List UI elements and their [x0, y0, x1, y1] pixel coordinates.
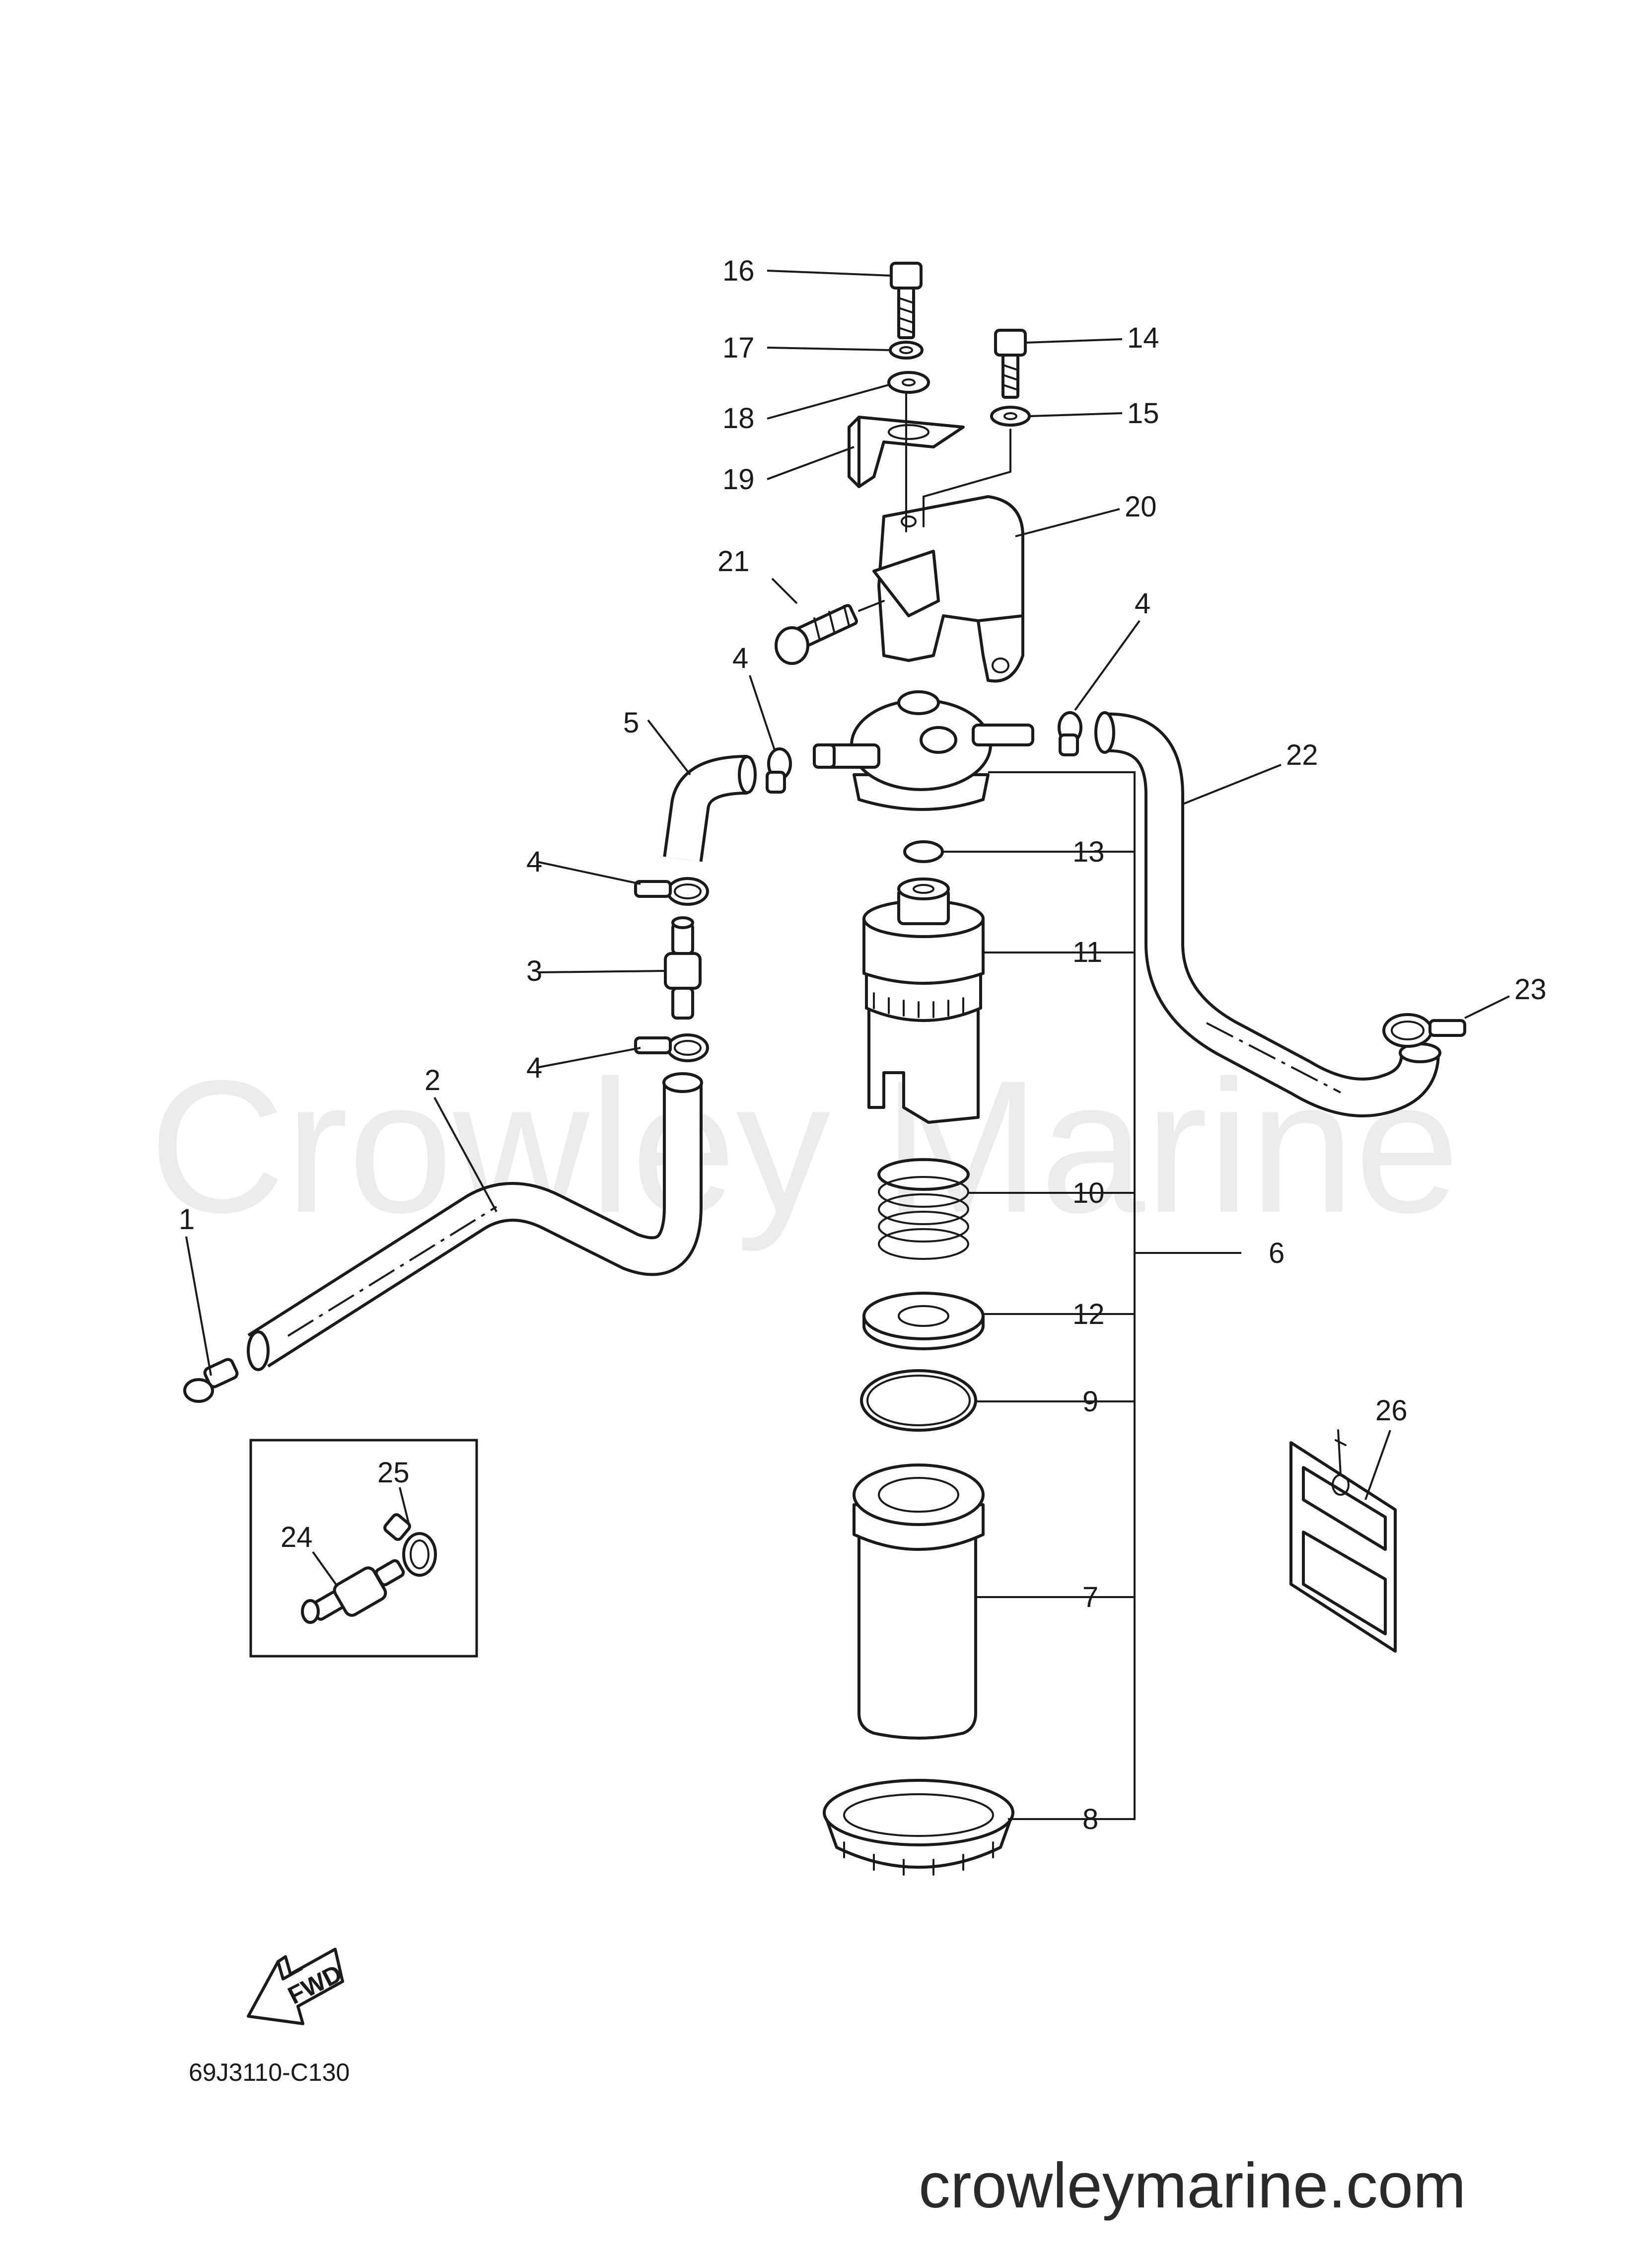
- callout-24: 24: [281, 1521, 313, 1553]
- callout-4-lower-left: 4: [526, 1052, 542, 1084]
- callouts: 16 17 18 19 21 14 15 20 4 4 5 22 4 13 3 …: [179, 255, 1547, 1835]
- callout-6: 6: [1269, 1237, 1285, 1269]
- part-17-washer: [889, 341, 924, 360]
- part-9-o-ring: [860, 1369, 977, 1432]
- part-4-clamp-upper-left: [634, 877, 709, 906]
- callout-23: 23: [1514, 973, 1547, 1006]
- callout-19: 19: [722, 463, 755, 496]
- callout-1: 1: [179, 1203, 195, 1236]
- part-5-hose: [663, 755, 757, 862]
- callout-12: 12: [1072, 1298, 1105, 1330]
- bolt-alignment-line: [923, 429, 1011, 527]
- callout-21: 21: [717, 545, 750, 578]
- assembly-6-bracket: [988, 771, 1241, 1820]
- part-12-gasket: [862, 1292, 985, 1350]
- part-26-label: [1289, 1429, 1397, 1653]
- filter-head: [813, 690, 1034, 811]
- part-7-cup: [853, 1463, 985, 1740]
- part-21-bolt: [775, 604, 858, 665]
- bolt-alignment-line-3: [858, 600, 885, 612]
- callout-4-upper-left: 4: [526, 846, 542, 878]
- callout-17: 17: [722, 332, 755, 364]
- inset-box: [249, 1439, 478, 1658]
- callout-4-center: 4: [732, 642, 748, 674]
- part-15-washer: [990, 406, 1031, 427]
- part-4-clamp-center: [766, 747, 792, 794]
- leader-lines: [185, 270, 1510, 1820]
- part-19-plate: [848, 416, 965, 488]
- part-4-clamp-lower-left: [634, 1033, 709, 1062]
- part-14-bolt: [994, 329, 1027, 399]
- callout-2: 2: [425, 1064, 440, 1097]
- part-18-washer: [887, 371, 930, 394]
- watermark: Crowley Marine: [149, 1041, 1460, 1253]
- part-20-bracket: [872, 495, 1024, 683]
- part-24-joint: [301, 1559, 405, 1624]
- part-8-ring-nut: [823, 1779, 1014, 1876]
- part-3-joint: [664, 916, 702, 1020]
- footer-url[interactable]: crowleymarine.com: [919, 2150, 1466, 2221]
- part-2-hose: [247, 1072, 703, 1371]
- fwd-arrow-icon: [247, 1948, 344, 2025]
- part-1-plug: [183, 1358, 239, 1403]
- callout-11: 11: [1072, 936, 1102, 968]
- callout-20: 20: [1125, 491, 1157, 523]
- callout-5: 5: [623, 707, 639, 739]
- callout-13: 13: [1072, 836, 1105, 868]
- part-23-clamp: [1382, 1013, 1466, 1048]
- callout-10: 10: [1072, 1177, 1105, 1209]
- callout-25: 25: [377, 1457, 410, 1489]
- callout-4-right: 4: [1135, 587, 1150, 620]
- callout-22: 22: [1286, 739, 1318, 771]
- callout-9: 9: [1082, 1386, 1098, 1418]
- callout-16: 16: [722, 255, 755, 287]
- part-11-element: [862, 878, 985, 1124]
- part-4-clamp-right: [1058, 711, 1082, 756]
- callout-8: 8: [1082, 1803, 1098, 1835]
- callout-3: 3: [526, 955, 542, 987]
- callout-26: 26: [1375, 1394, 1408, 1427]
- callout-14: 14: [1127, 322, 1159, 354]
- part-13-o-ring: [903, 840, 944, 863]
- part-25-clamp: [383, 1513, 437, 1577]
- diagram-code: 69J3110-C130: [189, 2058, 350, 2086]
- callout-15: 15: [1127, 397, 1159, 430]
- callout-18: 18: [722, 402, 755, 435]
- part-16-bolt: [890, 262, 923, 339]
- callout-7: 7: [1082, 1581, 1098, 1613]
